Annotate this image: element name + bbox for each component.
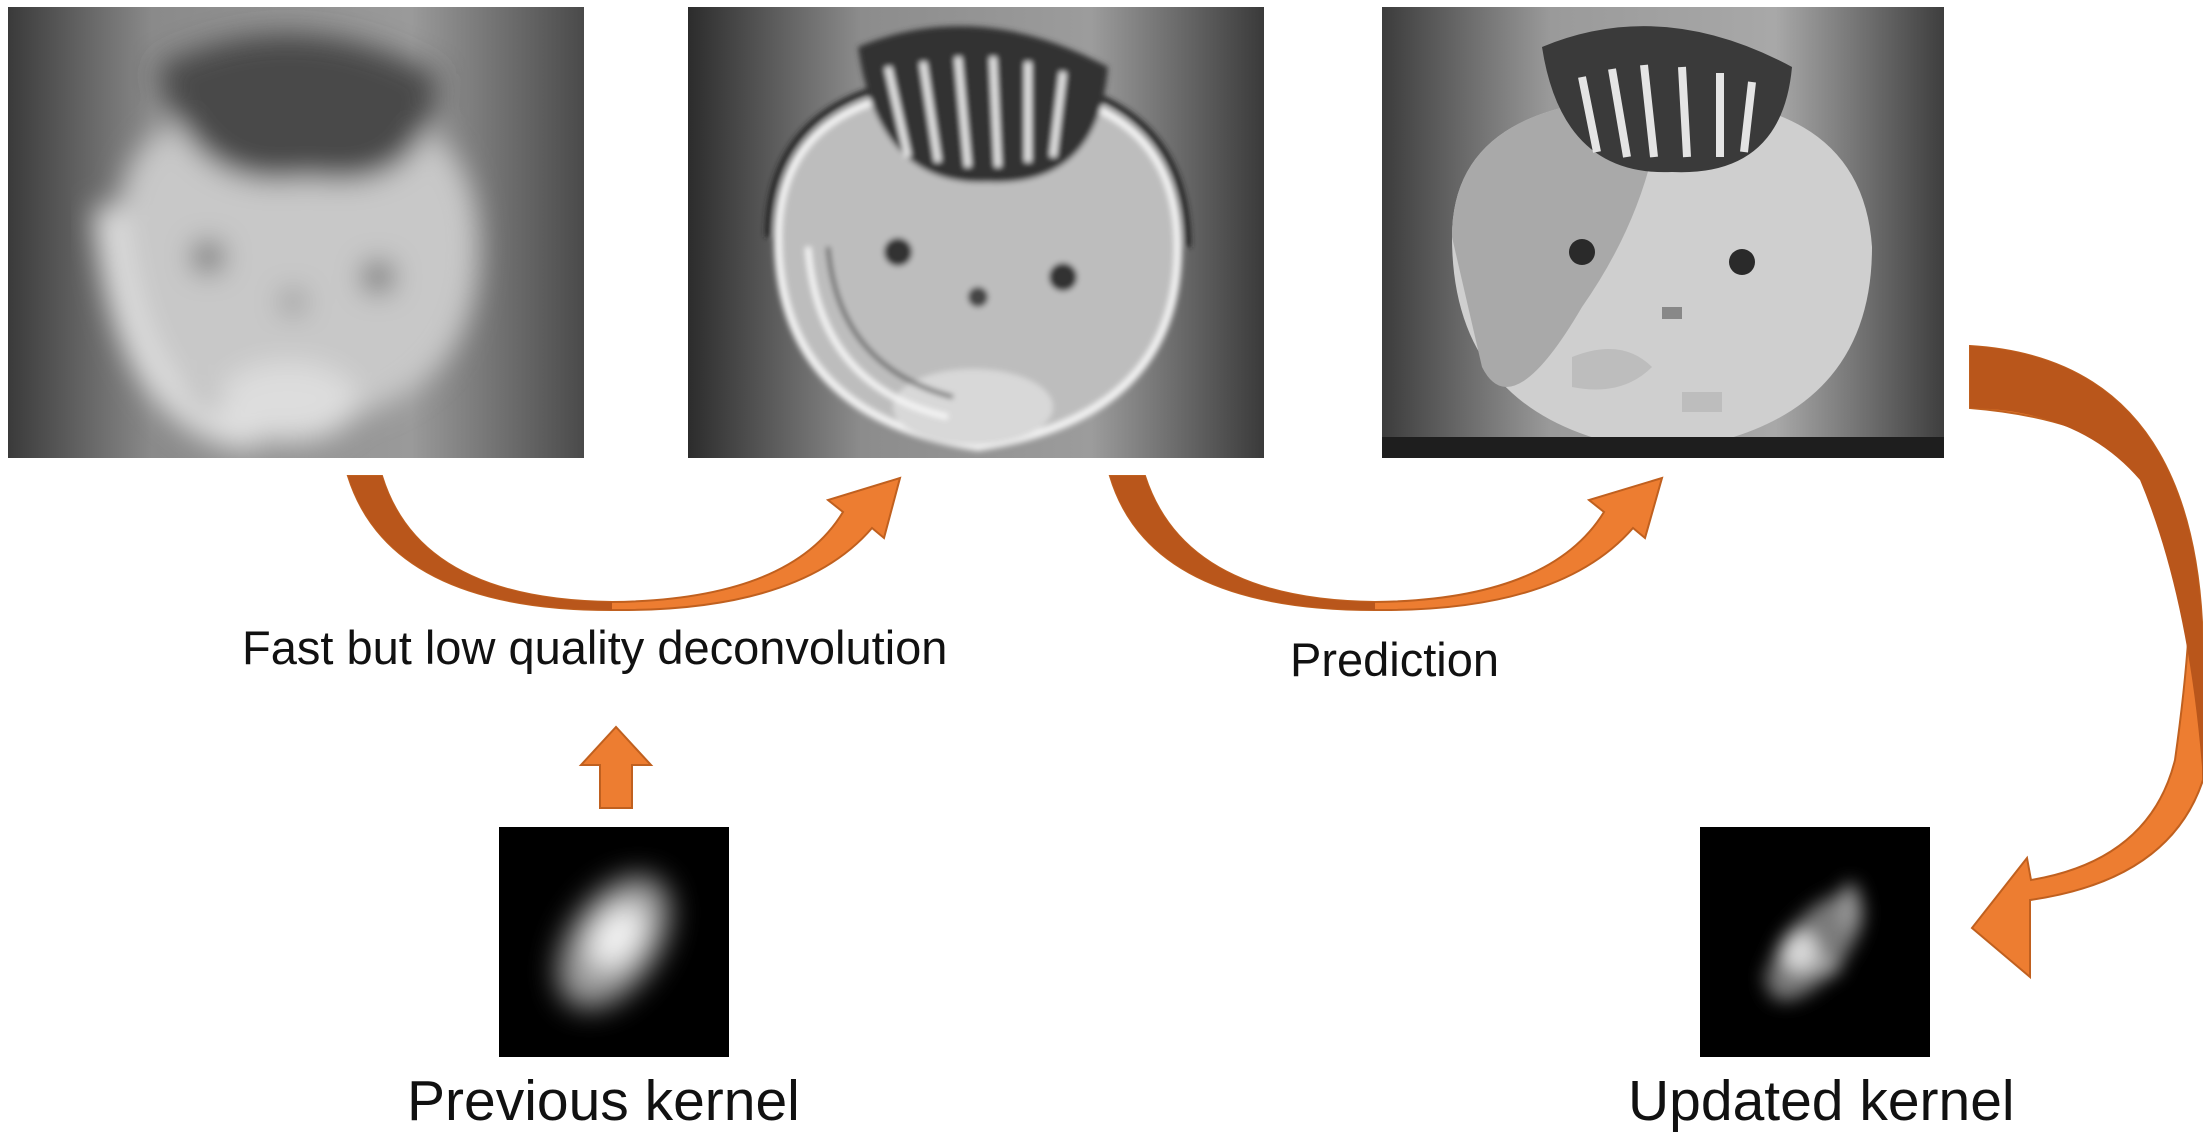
curved-arrow-prediction bbox=[1108, 475, 1664, 612]
previous-kernel-panel bbox=[499, 827, 729, 1057]
deconvolution-label: Fast but low quality deconvolution bbox=[242, 621, 948, 674]
previous-kernel-label: Previous kernel bbox=[407, 1069, 800, 1133]
curved-arrow-deconvolution bbox=[346, 475, 902, 612]
predicted-image-panel bbox=[1382, 7, 1944, 458]
deconvolved-image-panel bbox=[688, 7, 1264, 458]
up-arrow-kernel bbox=[578, 725, 654, 809]
curved-arrow-kernel-update bbox=[1969, 344, 2203, 980]
blurred-image-panel bbox=[8, 7, 584, 458]
updated-kernel-label: Updated kernel bbox=[1628, 1069, 2015, 1133]
updated-kernel-panel bbox=[1700, 827, 1930, 1057]
prediction-label: Prediction bbox=[1290, 633, 1499, 686]
